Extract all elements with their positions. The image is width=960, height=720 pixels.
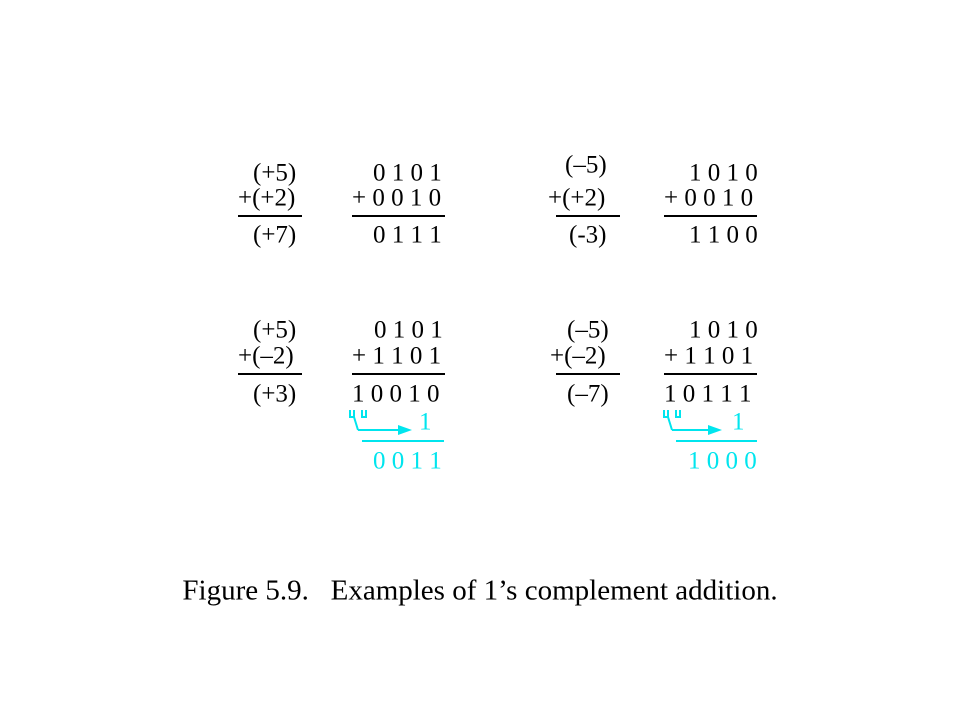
binary-result: 1 1 0 0: [689, 221, 758, 249]
binary-result: 1 0 1 1 1: [664, 380, 752, 408]
binary-result: 0 1 1 1: [373, 221, 442, 249]
binary-operand-a: 1 0 1 0: [689, 316, 758, 344]
binary-sum-rule: [352, 215, 445, 217]
figure-caption: Figure 5.9. Examples of 1’s complement a…: [182, 574, 778, 607]
binary-result: 1 0 0 1 0: [352, 380, 440, 408]
decimal-operand-b: +(–2): [238, 342, 294, 370]
binary-operand-b: + 0 0 1 0: [664, 184, 754, 212]
decimal-operand-a: (+5): [253, 316, 297, 344]
binary-operand-a: 0 1 0 1: [373, 159, 442, 187]
decimal-result: (–7): [567, 380, 609, 408]
decimal-sum-rule: [238, 373, 302, 375]
carry-bit: 1: [419, 408, 432, 436]
binary-operand-b: + 1 1 0 1: [352, 342, 442, 370]
decimal-operand-b: +(+2): [548, 184, 606, 212]
decimal-result: (+3): [253, 380, 297, 408]
decimal-result: (+7): [253, 221, 297, 249]
decimal-operand-b: +(–2): [550, 342, 606, 370]
decimal-operand-a: (+5): [253, 159, 297, 187]
binary-sum-rule: [664, 215, 757, 217]
binary-sum-rule: [664, 373, 757, 375]
carry-bit: 1: [732, 408, 745, 436]
end-around-carry-arrow: [349, 410, 412, 435]
binary-operand-a: 1 0 1 0: [689, 159, 758, 187]
decimal-operand-a: (–5): [567, 316, 609, 344]
decimal-operand-a: (–5): [565, 151, 607, 179]
corrected-result: 0 0 1 1: [373, 447, 442, 475]
corrected-result: 1 0 0 0: [688, 447, 757, 475]
decimal-operand-b: +(+2): [238, 184, 296, 212]
decimal-sum-rule: [556, 215, 620, 217]
end-around-carry-arrow: [663, 410, 722, 435]
correction-rule: [676, 440, 757, 442]
correction-rule: [362, 440, 444, 442]
decimal-sum-rule: [238, 215, 302, 217]
binary-operand-b: + 0 0 1 0: [352, 184, 442, 212]
binary-operand-a: 0 1 0 1: [374, 316, 443, 344]
decimal-result: (-3): [569, 221, 607, 249]
binary-operand-b: + 1 1 0 1: [664, 342, 754, 370]
decimal-sum-rule: [556, 373, 620, 375]
binary-sum-rule: [352, 373, 445, 375]
